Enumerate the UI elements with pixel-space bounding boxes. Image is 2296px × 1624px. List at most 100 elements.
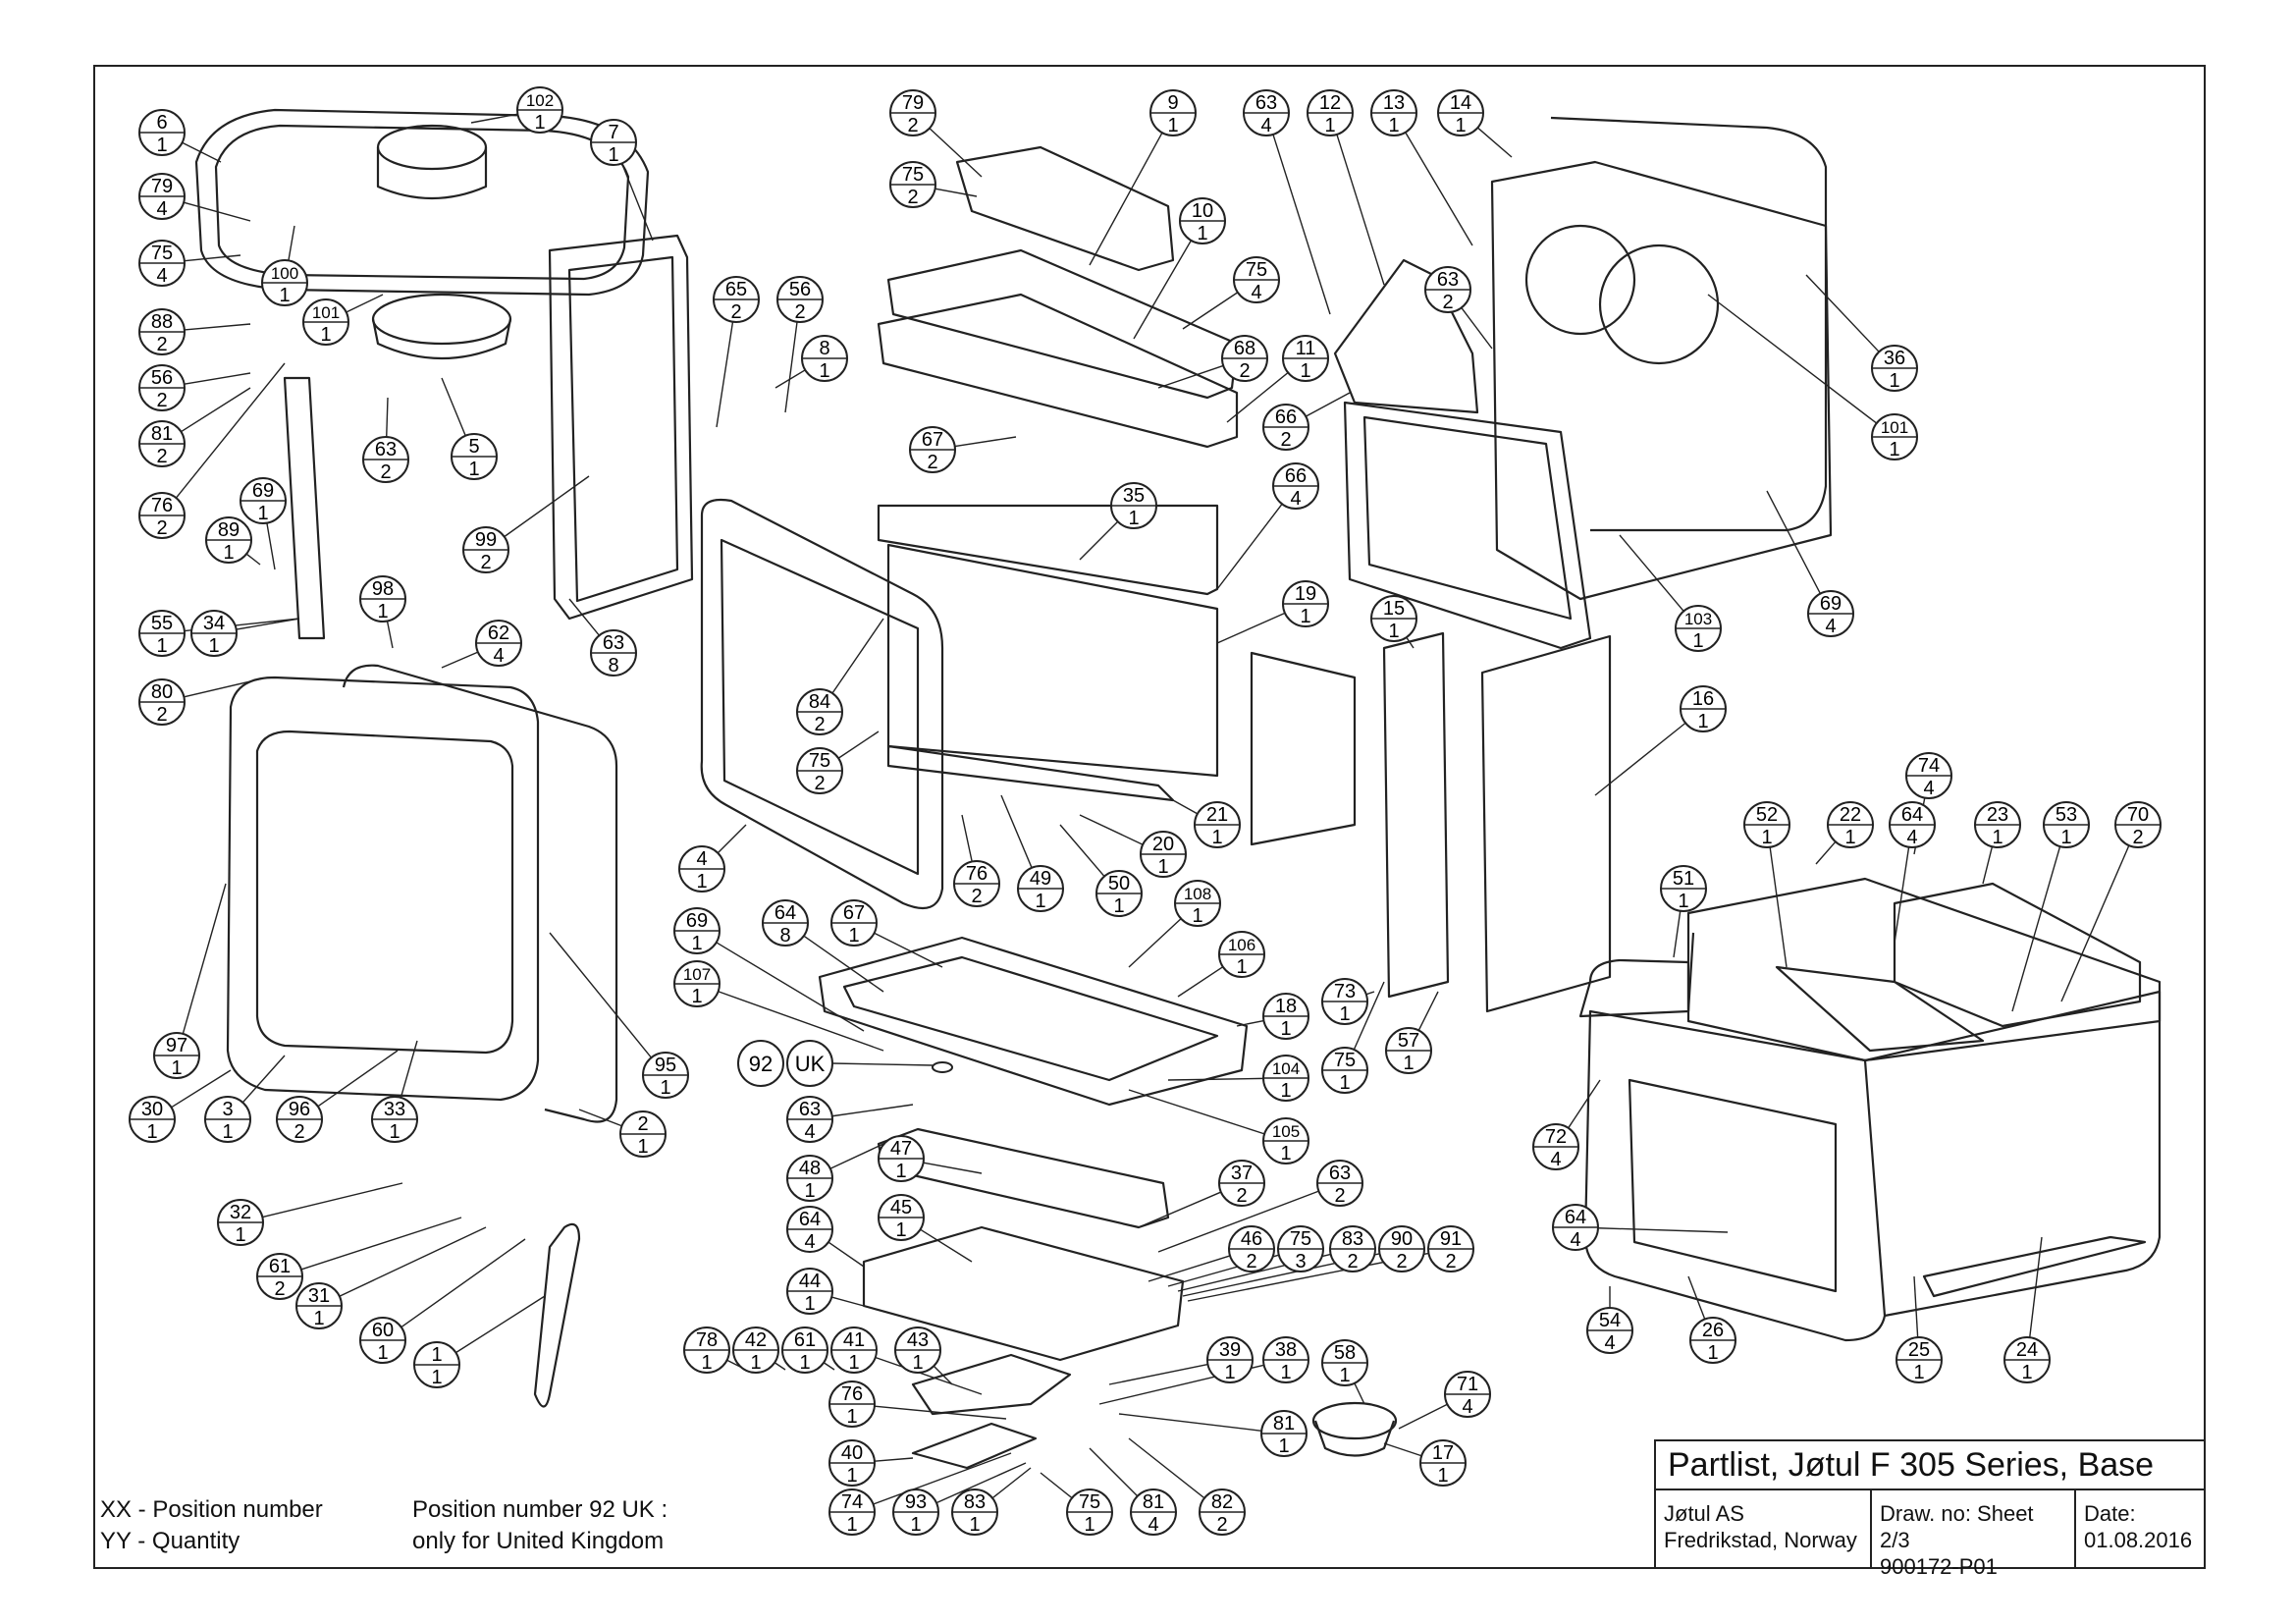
- leader-line: [1619, 534, 1684, 612]
- leader-line: [1594, 722, 1686, 796]
- leader-line: [1673, 910, 1682, 958]
- position-balloon-63: 632: [1316, 1160, 1363, 1207]
- position-balloon-81: 811: [1260, 1410, 1308, 1457]
- position-number: 3: [222, 1099, 233, 1120]
- position-number: 67: [843, 902, 865, 924]
- company-location: Fredrikstad, Norway: [1664, 1528, 1857, 1552]
- position-number: 60: [372, 1320, 394, 1341]
- leader-line: [1157, 364, 1224, 389]
- leader-line: [1354, 1382, 1365, 1405]
- quantity: 2: [156, 517, 167, 539]
- quantity: 4: [1570, 1229, 1580, 1251]
- position-balloon-63: 632: [1424, 266, 1471, 313]
- leader-line: [1177, 966, 1224, 998]
- position-number: 70: [2127, 804, 2149, 826]
- quantity: 2: [156, 334, 167, 355]
- quantity: 2: [1216, 1514, 1227, 1536]
- leader-line: [182, 141, 222, 163]
- leader-line: [1406, 636, 1415, 649]
- quantity: 1: [1211, 827, 1222, 848]
- position-balloon-96: 962: [276, 1096, 323, 1143]
- quantity: 1: [691, 986, 702, 1007]
- quantity: 1: [910, 1514, 921, 1536]
- drawing-number: 900172-P01: [1880, 1554, 1998, 1579]
- uk-note: Position number 92 UK : only for United …: [412, 1494, 667, 1557]
- position-balloon-62: 624: [475, 620, 522, 667]
- quantity: 1: [1403, 1053, 1414, 1074]
- position-number: 106: [1228, 936, 1255, 954]
- quantity: 1: [1224, 1362, 1235, 1383]
- position-number: 63: [375, 439, 397, 460]
- leader-line: [935, 1462, 1027, 1504]
- quantity: 2: [907, 187, 918, 208]
- quantity: 1: [804, 1293, 815, 1315]
- position-number: 54: [1599, 1310, 1621, 1331]
- position-number: 79: [902, 92, 924, 114]
- drawing-frame: [93, 65, 2206, 1569]
- quantity: 2: [274, 1278, 285, 1300]
- leader-line: [1272, 134, 1331, 315]
- position-balloon-69: 691: [673, 907, 721, 954]
- leader-line: [184, 254, 241, 262]
- quantity: 2: [1334, 1185, 1345, 1207]
- position-number: 103: [1684, 610, 1712, 628]
- quantity: 2: [1236, 1185, 1247, 1207]
- position-balloon-40: 401: [828, 1439, 876, 1487]
- position-balloon-93: 931: [892, 1489, 939, 1536]
- position-number: 2: [637, 1113, 648, 1135]
- quantity: 2: [814, 773, 825, 794]
- position-balloon-24: 241: [2003, 1336, 2051, 1383]
- leader-line: [241, 1055, 286, 1104]
- quantity: 1: [313, 1308, 324, 1329]
- position-balloon-42: 421: [732, 1326, 779, 1374]
- leader-line: [873, 1452, 1012, 1505]
- position-balloon-91: 912: [1427, 1225, 1474, 1272]
- position-balloon-84: 842: [796, 688, 843, 735]
- position-balloon-75: 751: [1066, 1489, 1113, 1536]
- part-outlines: [173, 108, 2162, 1470]
- position-balloon-75: 754: [1233, 256, 1280, 303]
- leader-line: [934, 188, 978, 197]
- position-number: 41: [843, 1329, 865, 1351]
- position-number: 95: [655, 1055, 676, 1076]
- position-number: 4: [696, 848, 707, 870]
- position-balloon-11: 111: [1282, 335, 1329, 382]
- position-number: 16: [1692, 688, 1714, 710]
- uk-note-line-2: only for United Kingdom: [412, 1528, 665, 1554]
- leader-line: [184, 372, 251, 385]
- quantity: 1: [691, 933, 702, 954]
- quantity: 1: [468, 459, 479, 480]
- leader-line: [874, 1405, 1007, 1420]
- quantity: 4: [804, 1121, 815, 1143]
- quantity: 4: [804, 1231, 815, 1253]
- quantity: 1: [912, 1352, 923, 1374]
- leader-line: [1805, 274, 1880, 352]
- quantity: 2: [794, 301, 805, 323]
- position-number: 47: [890, 1138, 912, 1160]
- leader-line: [171, 1069, 232, 1109]
- position-balloon-70: 702: [2114, 801, 2162, 848]
- position-number: 52: [1756, 804, 1778, 826]
- position-number: 51: [1673, 868, 1694, 890]
- position-balloon-25: 251: [1896, 1336, 1943, 1383]
- position-number: 58: [1334, 1342, 1356, 1364]
- position-number: 75: [1246, 259, 1267, 281]
- leader-line: [1383, 1442, 1422, 1457]
- position-balloon-69: 694: [1807, 590, 1854, 637]
- leader-line: [386, 397, 389, 438]
- quantity: 1: [750, 1352, 761, 1374]
- leader-line: [1157, 1190, 1319, 1253]
- quantity: 1: [1300, 606, 1310, 627]
- position-number: 30: [141, 1099, 163, 1120]
- position-number: 5: [468, 436, 479, 458]
- quantity: 2: [814, 714, 825, 735]
- position-balloon-57: 571: [1385, 1027, 1432, 1074]
- quantity: 1: [1035, 891, 1045, 912]
- leader-line: [803, 935, 884, 993]
- position-balloon-45: 451: [878, 1194, 925, 1241]
- date-cell: Date: 01.08.2016: [2074, 1490, 2206, 1569]
- quantity: 1: [1157, 856, 1168, 878]
- quantity: 1: [1280, 1080, 1291, 1102]
- leader-line: [1182, 292, 1239, 330]
- position-number: 68: [1234, 338, 1255, 359]
